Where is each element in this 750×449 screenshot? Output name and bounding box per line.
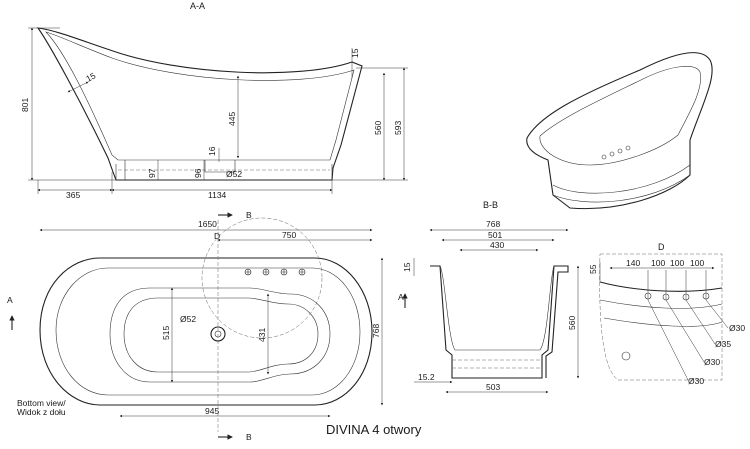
- bath-3d-inner: [539, 66, 701, 166]
- bottom-view-label-1: Bottom view/: [17, 398, 66, 408]
- overflow-hole-2: [609, 151, 615, 157]
- dim-bb-560: 560: [567, 316, 577, 330]
- section-bb-view: B-B 768 501 430 15 560 15.2 503 A: [398, 200, 580, 394]
- section-aa-view: A-A 801 15 15 445 560 593 16 97 96 Ø52: [20, 1, 408, 200]
- dim-97: 97: [147, 168, 157, 178]
- detail-d-rim-outer: [599, 281, 723, 292]
- detail-d-view: D 55 140 100 100 100 Ø30 Ø35 Ø30 Ø30: [588, 242, 745, 386]
- dim-d-100b: 100: [670, 258, 684, 268]
- overflow-hole-3: [617, 148, 623, 154]
- section-aa-title: A-A: [190, 1, 205, 11]
- detail-d-rim-inner: [599, 299, 723, 327]
- dim-768: 768: [371, 324, 381, 338]
- bath-top-outer: [39, 257, 373, 406]
- dim-d-55: 55: [588, 264, 598, 274]
- dim-750: 750: [282, 230, 296, 240]
- dim-d-o30c: Ø30: [688, 376, 704, 386]
- overflow-holes-top: [244, 268, 306, 276]
- dim-bb-501: 501: [488, 230, 502, 240]
- dim-801: 801: [20, 98, 30, 112]
- model-title: DIVINA 4 otwory: [326, 422, 422, 437]
- dim-15-side: 15: [84, 70, 97, 83]
- section-b-top: B: [246, 210, 252, 220]
- bath-3d-outer: [526, 52, 713, 210]
- bb-base-hatch: [452, 359, 542, 369]
- dim-1134: 1134: [208, 190, 227, 200]
- bb-inner: [439, 265, 555, 351]
- detail-d-marker: D: [214, 231, 220, 241]
- dim-1650: 1650: [198, 219, 217, 229]
- bath-profile-inner: [45, 31, 355, 161]
- dim-15-side-line: [67, 81, 89, 93]
- dim-bb-152: 15.2: [418, 372, 435, 382]
- detail-holes: [644, 270, 710, 301]
- dim-drain-aa: Ø52: [226, 169, 242, 179]
- dim-d-100a: 100: [651, 258, 665, 268]
- dim-16: 16: [207, 146, 217, 156]
- dim-d-140: 140: [626, 258, 640, 268]
- bath-3d-base: [552, 164, 691, 203]
- dim-bb-15: 15: [402, 262, 412, 272]
- bottom-view: D Ø52 B B A 1650 750 515 431 768 945: [7, 210, 384, 442]
- overflow-hole-4: [625, 145, 631, 151]
- bath-base-aa: [115, 160, 333, 180]
- detail-d-boundary: [599, 253, 723, 381]
- bath-profile-outer: [36, 27, 363, 181]
- dim-15-top: 15: [350, 48, 360, 58]
- dim-bb-768: 768: [486, 219, 500, 229]
- bottom-view-label-2: Widok z dołu: [17, 407, 66, 417]
- dim-d-o35: Ø35: [715, 339, 731, 349]
- dim-560: 560: [373, 121, 383, 135]
- dim-96: 96: [193, 168, 203, 178]
- dim-bb-503: 503: [486, 382, 500, 392]
- detail-d-circle: [201, 217, 323, 339]
- detail-d-title: D: [658, 242, 665, 252]
- dim-d-o30a: Ø30: [729, 323, 745, 333]
- section-a-left: A: [7, 295, 13, 305]
- dim-515: 515: [161, 326, 171, 340]
- bath-top-basin-inner: [123, 297, 319, 373]
- dim-431: 431: [257, 328, 267, 342]
- bath-top-rim: [55, 267, 361, 396]
- bath-top-basin: [109, 287, 331, 383]
- dim-593: 593: [393, 121, 403, 135]
- dim-945: 945: [205, 406, 219, 416]
- dim-365: 365: [66, 190, 80, 200]
- detail-drain-icon: [621, 351, 631, 361]
- bb-outer: [430, 265, 569, 379]
- section-a-bb: A: [398, 292, 404, 302]
- section-b-bottom: B: [246, 432, 252, 442]
- section-bb-title: B-B: [483, 200, 498, 210]
- dim-d-o30b: Ø30: [704, 357, 720, 367]
- dim-bb-430: 430: [490, 240, 504, 250]
- dim-drain-top: Ø52: [180, 314, 196, 324]
- bath-3d-view: [526, 52, 713, 210]
- dim-445: 445: [227, 112, 237, 126]
- dim-d-100c: 100: [690, 258, 704, 268]
- overflow-hole-1: [601, 154, 607, 160]
